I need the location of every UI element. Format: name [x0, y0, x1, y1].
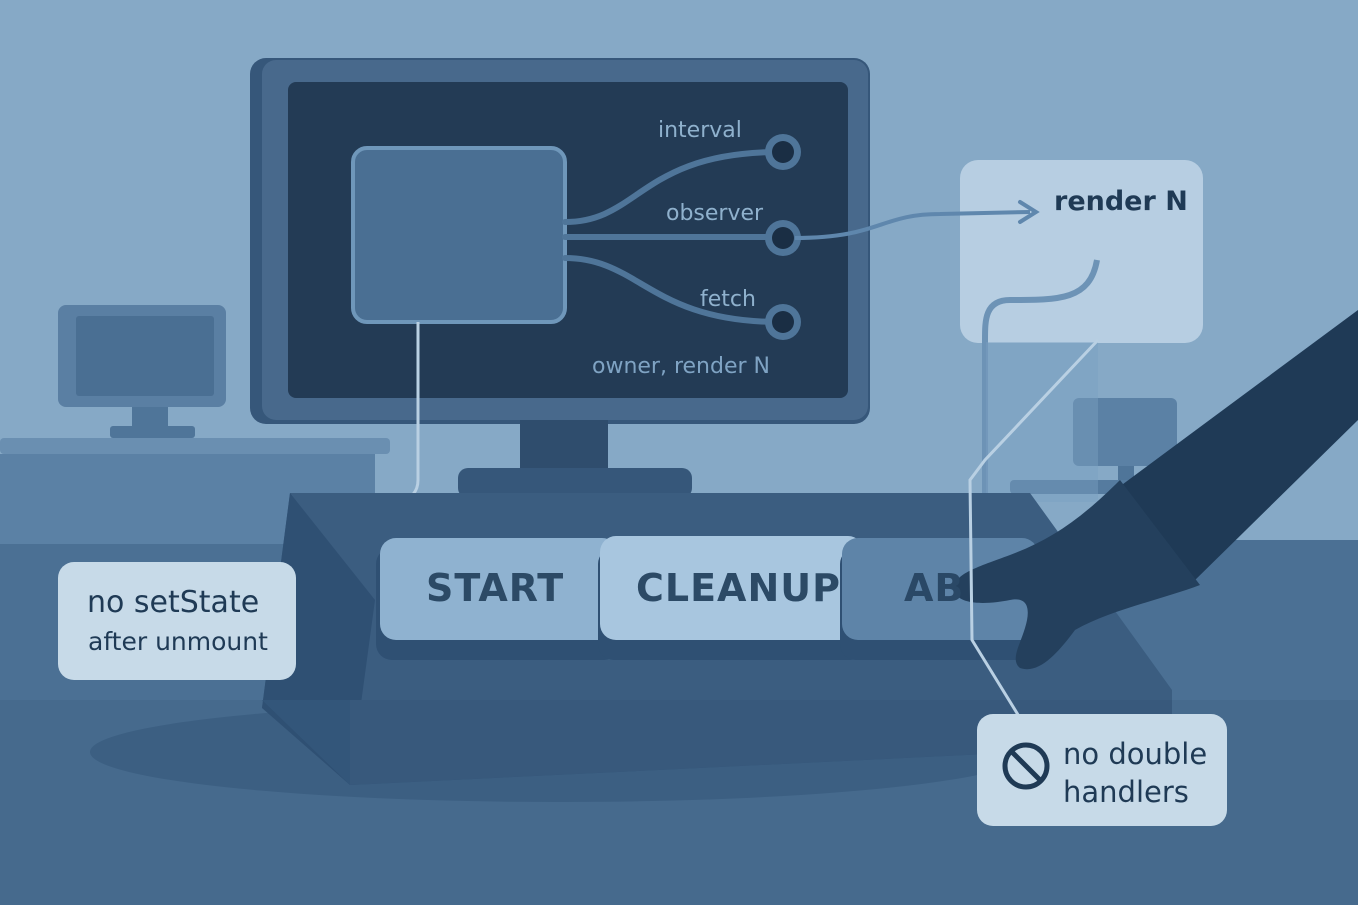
observer-arrow	[794, 210, 1031, 240]
handlers-callout-line1: no double	[1063, 737, 1208, 771]
render-n-label: render N	[1054, 186, 1188, 217]
observer-label: observer	[666, 201, 764, 226]
handlers-callout-box	[977, 714, 1227, 826]
render-trace-shadow	[986, 342, 1098, 502]
setstate-callout-line2: after unmount	[88, 627, 268, 656]
fetch-label: fetch	[700, 287, 756, 312]
hand-pressing-key	[954, 310, 1358, 670]
setstate-callout-line1: no setState	[87, 585, 260, 620]
effect-wires	[562, 149, 783, 325]
interval-label: interval	[658, 118, 742, 143]
cleanup-key-label: CLEANUP	[636, 566, 841, 610]
render-trace	[982, 259, 1100, 520]
component-box	[351, 146, 567, 324]
arrow-head-icon	[1018, 200, 1040, 224]
start-key-label: START	[426, 566, 565, 610]
wire-endpoints	[765, 134, 801, 340]
key-shapes	[376, 536, 1040, 660]
no-entry-icon	[1002, 742, 1050, 790]
handlers-callout-line2: handlers	[1063, 775, 1189, 809]
owner-render-label: owner, render N	[592, 354, 770, 379]
handlers-connector	[968, 338, 1100, 719]
abort-key-label: AB	[904, 566, 965, 610]
setstate-callout-box	[58, 562, 296, 680]
